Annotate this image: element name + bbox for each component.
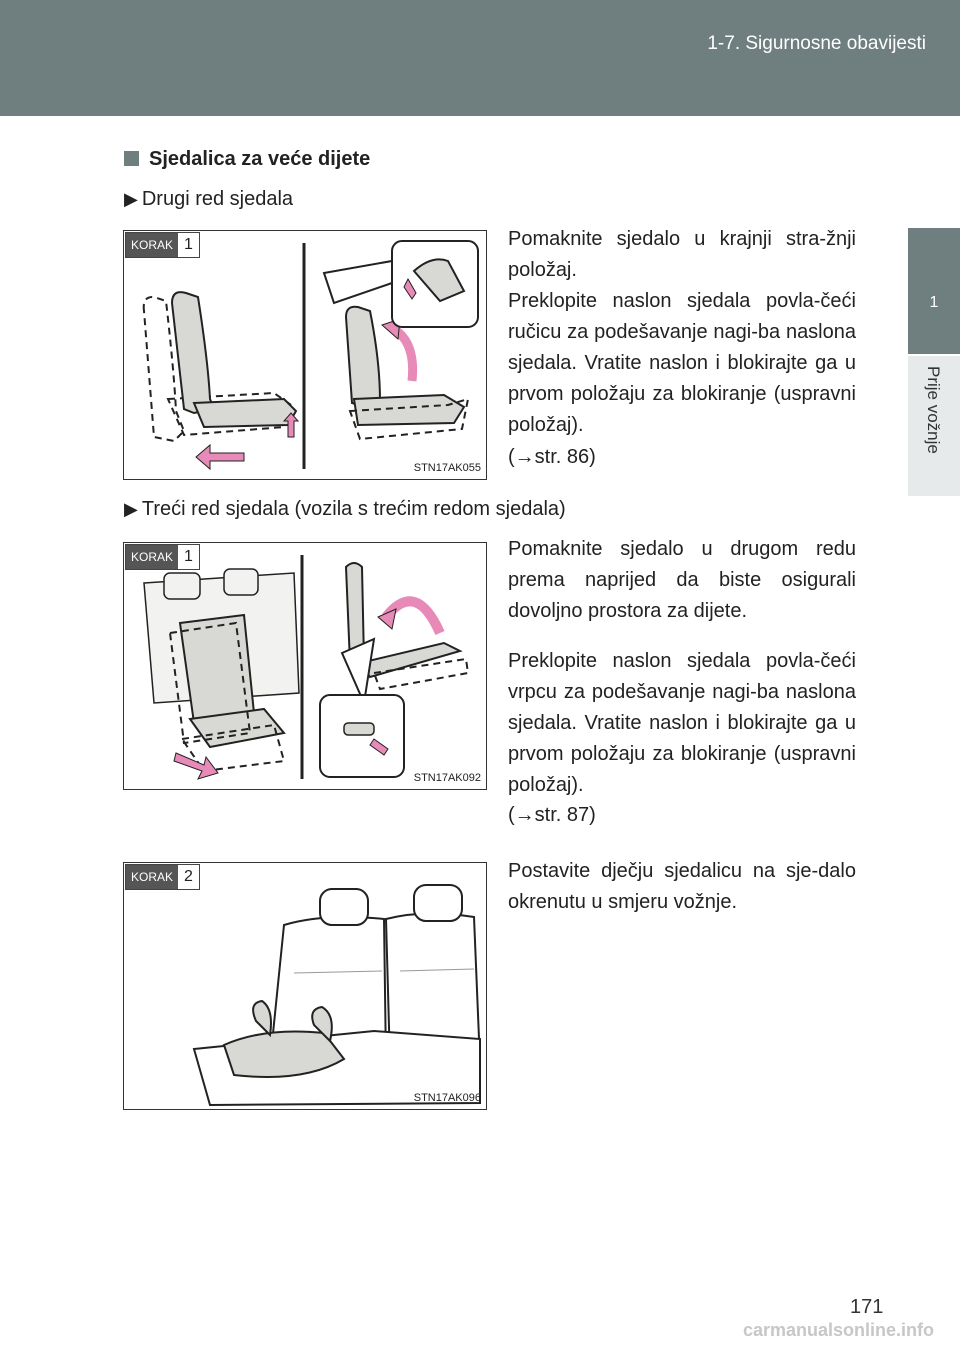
section-title-text: Sjedalica za veće dijete [149,148,371,170]
chapter-number: 1 [929,294,939,311]
step-label: KORAK [126,865,179,889]
step-number: 2 [178,865,199,889]
second-row-text-2: Preklopite naslon sjedala povla-čeći ruč… [508,290,856,436]
third-row-page-ref: (→str. 87) [508,804,596,826]
chapter-tab: 1 [908,228,960,354]
chapter-label-box: Prije vožnje [908,356,960,496]
third-row-heading: ▶Treći red sjedala (vozila s trećim redo… [124,498,566,521]
header-title: 1-7. Sigurnosne obavijesti [707,33,926,54]
figure-third-row-seat: KORAK 1 STN17AK092 [123,542,487,790]
figure-second-row-seat: KORAK 1 STN17AK055 [123,230,487,480]
second-row-page-ref: (→str. 86) [508,446,596,468]
step-number: 1 [178,545,199,569]
square-bullet-icon [124,151,139,166]
watermark: carmanualsonline.info [742,1320,934,1340]
figure-code: STN17AK096 [413,1092,481,1104]
step-badge: KORAK 2 [125,864,200,890]
triangle-bullet-icon: ▶ [124,189,138,209]
step-badge: KORAK 1 [125,232,200,258]
step-number: 1 [178,233,199,257]
third-row-text-1: Pomaknite sjedalo u drugom redu prema na… [508,538,856,622]
section-title: Sjedalica za veće dijete [124,148,370,171]
second-row-heading-text: Drugi red sjedala [141,188,294,210]
third-row-heading-text: Treći red sjedala (vozila s trećim redom… [141,498,566,520]
step2-text: Postavite dječju sjedalicu na sje-dalo o… [508,860,856,913]
figure-booster-seat: KORAK 2 STN17AK096 [123,862,487,1110]
figure-code: STN17AK055 [413,462,481,474]
third-row-illustration [143,555,470,780]
triangle-bullet-icon: ▶ [124,499,138,519]
figure-code: STN17AK092 [413,772,481,784]
step-label: KORAK [126,233,179,257]
chapter-label: Prije vožnje [924,366,943,454]
step-badge: KORAK 1 [125,544,200,570]
second-row-text-1: Pomaknite sjedalo u krajnji stra-žnji po… [508,228,856,281]
second-row-heading: ▶Drugi red sjedala [124,188,293,211]
third-row-text-2: Preklopite naslon sjedala povla-čeći vrp… [508,650,856,796]
seat-adjust-illustration [142,240,479,471]
page-number: 171 [850,1296,884,1318]
page-header: 1-7. Sigurnosne obavijesti [0,0,960,116]
booster-seat-illustration [192,884,482,1107]
step-label: KORAK [126,545,179,569]
